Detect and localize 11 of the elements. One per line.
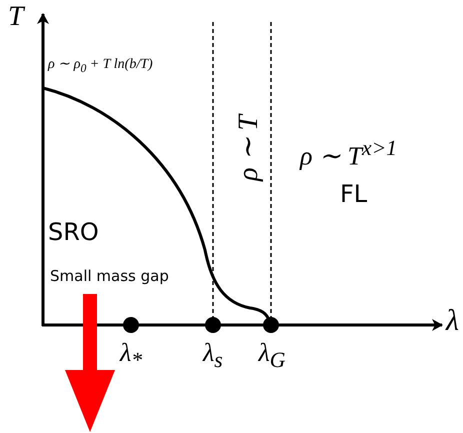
region-label: SRO xyxy=(48,220,99,244)
region-label: FL xyxy=(340,182,368,206)
tick-label: λ$_{s}$ xyxy=(203,340,223,372)
axis-label: T xyxy=(8,3,24,31)
formula-label: ρ ∼ ρ$_{0}$ + T ln(b/T) xyxy=(48,58,153,74)
tick-label: λ$_{G}$ xyxy=(258,340,286,372)
formula-label: ρ ∼ T$^{x>1}$ xyxy=(300,138,398,170)
formula-label: ρ ∼ T xyxy=(235,115,263,181)
tick-label: λ$_{*}$ xyxy=(120,340,142,372)
region-label: Small mass gap xyxy=(48,268,171,285)
axis-label: λ xyxy=(446,306,459,336)
